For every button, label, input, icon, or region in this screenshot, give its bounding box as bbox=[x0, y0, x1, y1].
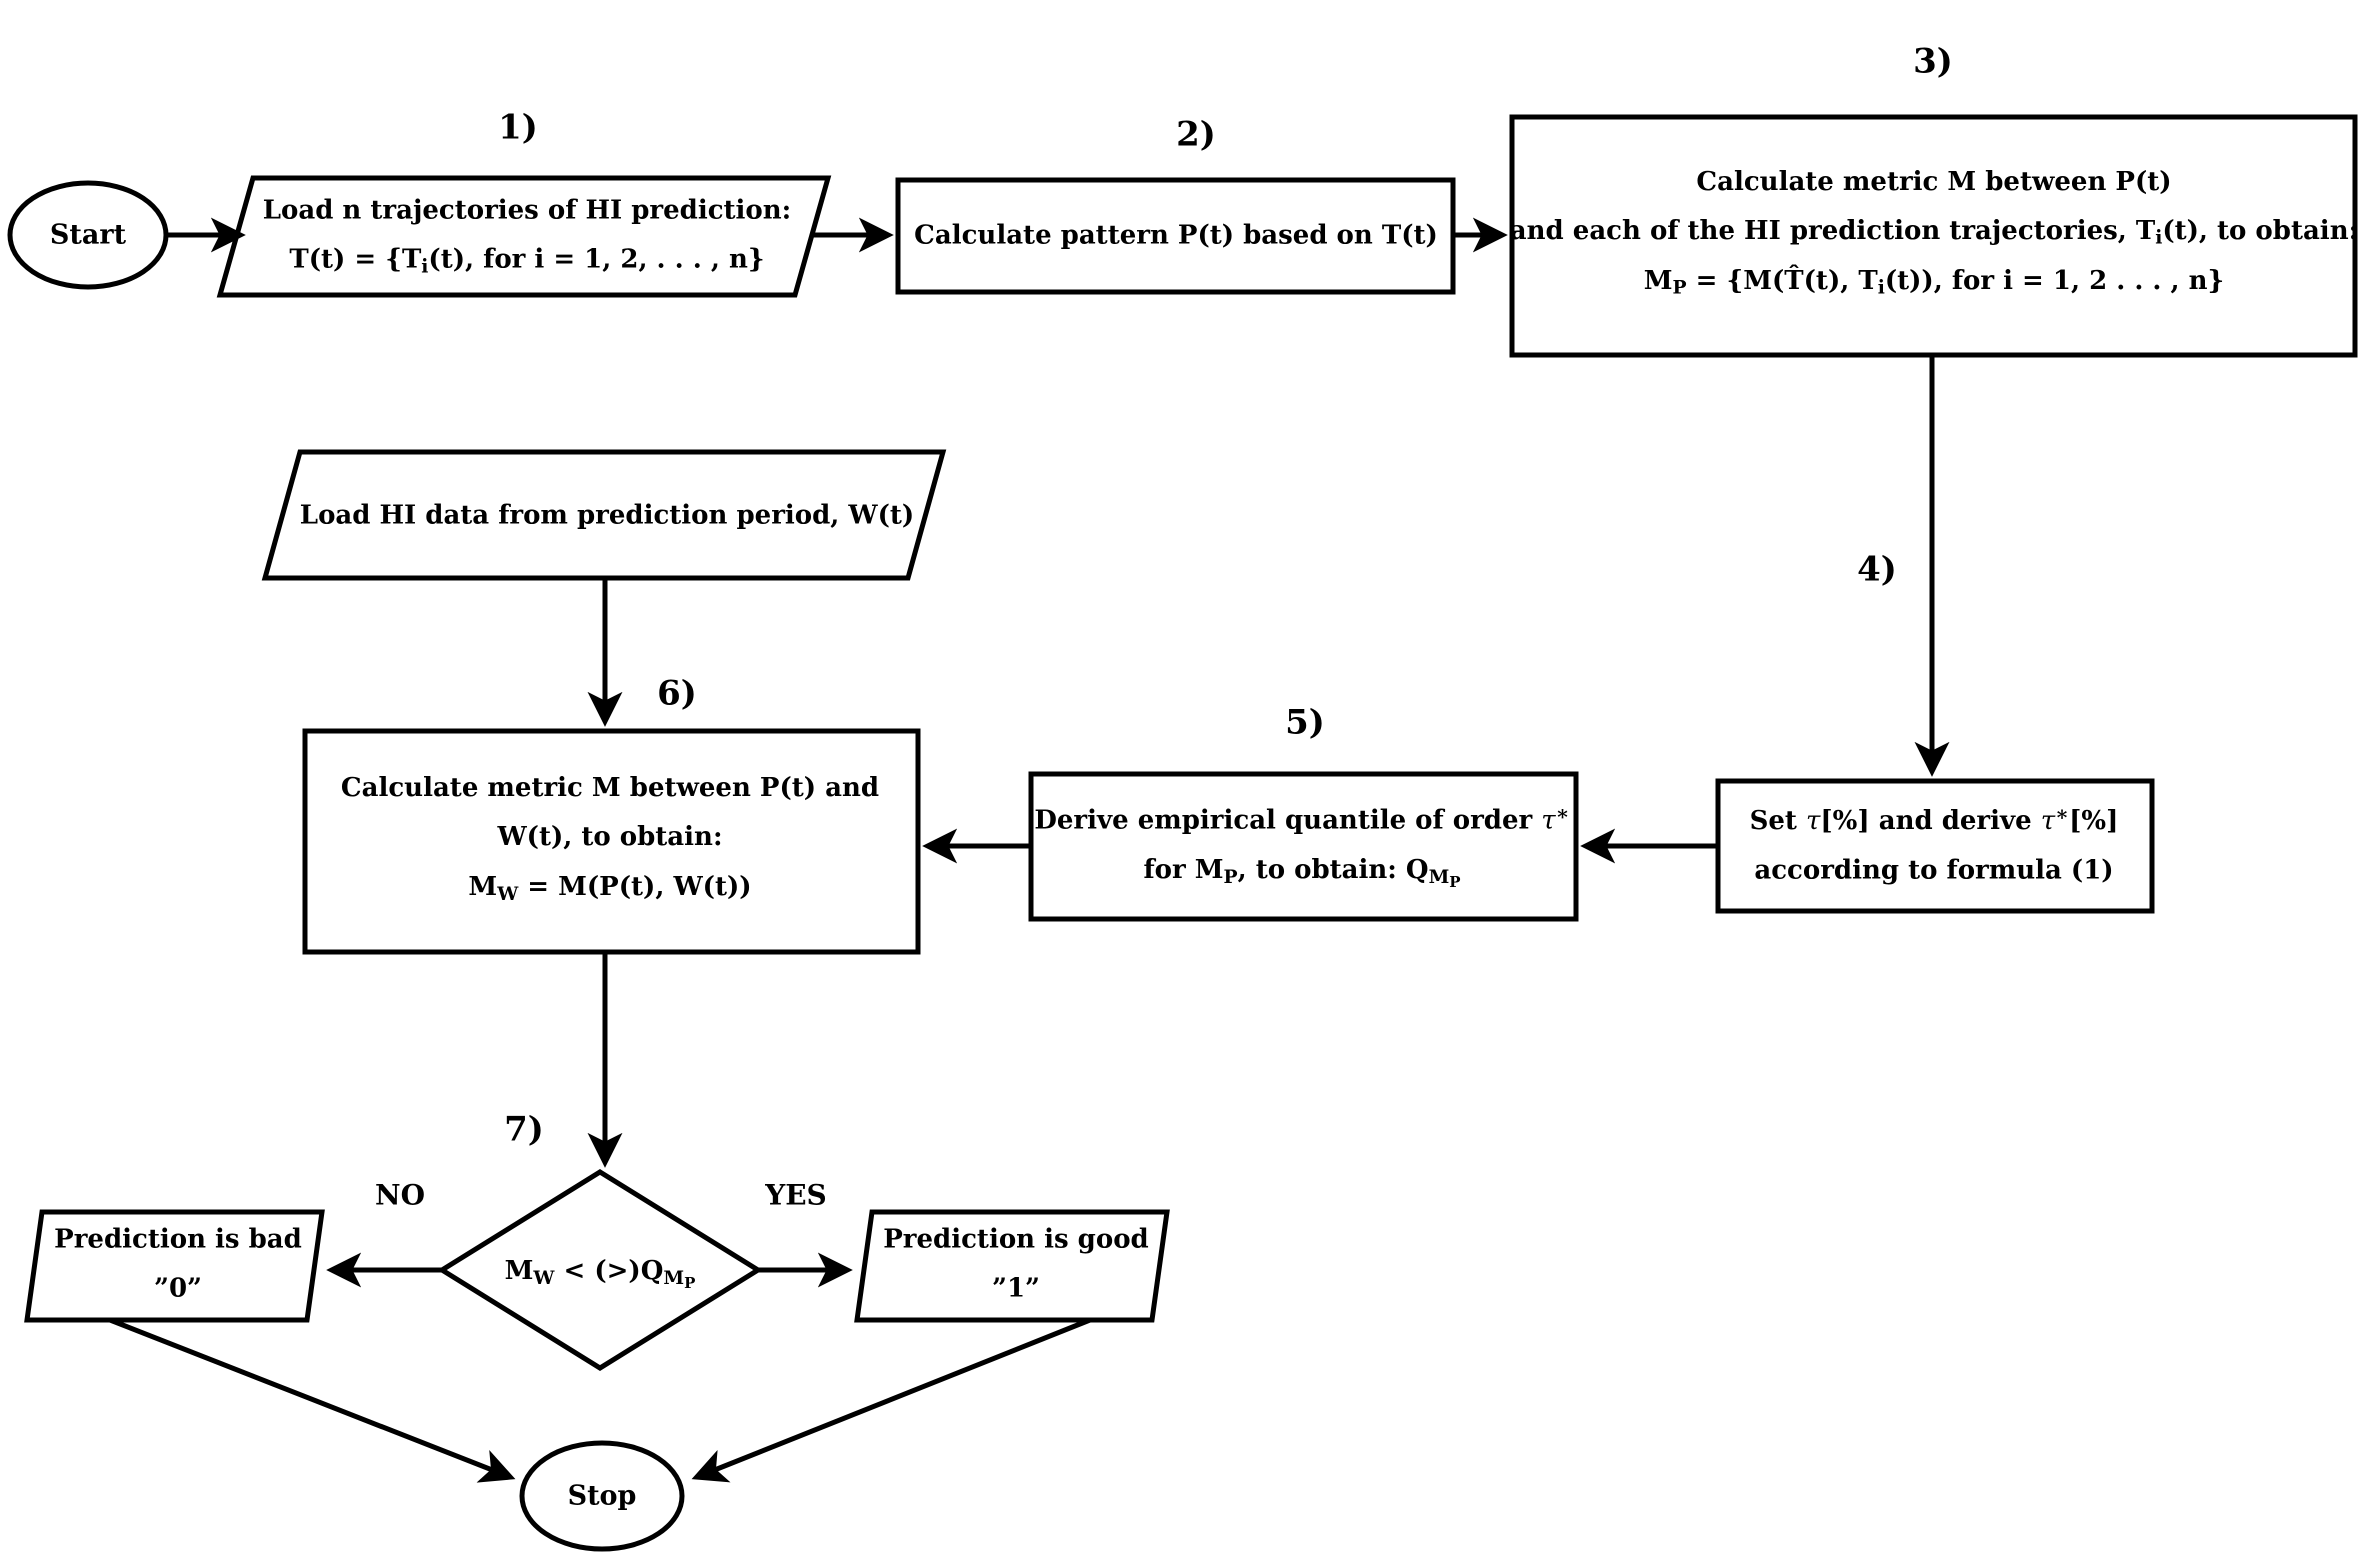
step5-line-2: for MP, to obtain: QMP bbox=[1143, 854, 1461, 891]
step1-label: Load n trajectories of HI prediction: T(… bbox=[263, 187, 792, 286]
start-node-label: Start bbox=[49, 219, 127, 251]
prediction-bad-node bbox=[24, 1209, 325, 1323]
step4-label: Set τ[%] and derive τ∗[%] according to f… bbox=[1750, 794, 2119, 895]
stop-node bbox=[519, 1440, 685, 1552]
step3-line-2: and each of the HI prediction trajectori… bbox=[1509, 216, 2359, 250]
prediction-good-line-1: Prediction is good bbox=[883, 1224, 1149, 1255]
step-number-6: 6) bbox=[657, 673, 697, 714]
step-number-5: 5) bbox=[1285, 702, 1325, 743]
load-hi-data-line-1: Load HI data from prediction period, W(t… bbox=[299, 500, 915, 531]
step2-label: Calculate pattern P(t) based on T(t) bbox=[914, 211, 1438, 260]
load-hi-data-label: Load HI data from prediction period, W(t… bbox=[300, 491, 914, 540]
step1-line-2: T(t) = {Ti(t), for i = 1, 2, . . . , n} bbox=[289, 244, 765, 278]
stop-node-label: Stop bbox=[567, 1480, 637, 1512]
step4-line-2: according to formula (1) bbox=[1754, 855, 2114, 886]
prediction-good-label: Prediction is good ”1” bbox=[883, 1216, 1148, 1315]
step1-line-1: Load n trajectories of HI prediction: bbox=[262, 195, 792, 226]
edge-good-to-stop bbox=[691, 1317, 1091, 1483]
prediction-good-node bbox=[854, 1209, 1170, 1323]
load-hi-data-node bbox=[261, 449, 947, 581]
step6-line-3: MW = M(P(t), W(t)) bbox=[468, 871, 752, 905]
prediction-bad-line-1: Prediction is bad bbox=[54, 1224, 302, 1255]
step5-line-1: Derive empirical quantile of order τ∗ bbox=[1034, 800, 1570, 836]
step7-label: MW < (>)QMP bbox=[505, 1247, 696, 1297]
prediction-good-line-2: ”1” bbox=[991, 1274, 1041, 1304]
step1-node bbox=[216, 175, 832, 298]
prediction-bad-line-2: ”0” bbox=[153, 1274, 203, 1304]
step6-line-2: W(t), to obtain: bbox=[497, 822, 723, 853]
step2-line-1: Calculate pattern P(t) based on T(t) bbox=[914, 220, 1438, 251]
step4-line-1: Set τ[%] and derive τ∗[%] bbox=[1749, 801, 2119, 836]
step3-label: Calculate metric M between P(t) and each… bbox=[1510, 158, 2358, 306]
step6-line-1: Calculate metric M between P(t) and bbox=[340, 772, 880, 803]
step-number-2: 2) bbox=[1176, 114, 1216, 155]
branch-label-no: NO bbox=[375, 1178, 425, 1212]
step3-line-3: MP = {M(T̂(t), Ti(t)), for i = 1, 2 . . … bbox=[1643, 265, 2225, 299]
step2-node bbox=[895, 177, 1456, 295]
step7-condition: MW < (>)QMP bbox=[504, 1255, 696, 1292]
edge-bad-to-stop bbox=[109, 1317, 516, 1483]
step5-label: Derive empirical quantile of order τ∗ fo… bbox=[1034, 794, 1569, 896]
step7-decision-node bbox=[437, 1169, 763, 1371]
branch-label-yes: YES bbox=[765, 1178, 827, 1212]
prediction-bad-label: Prediction is bad ”0” bbox=[54, 1216, 302, 1315]
step-number-7: 7) bbox=[504, 1109, 544, 1150]
step3-line-1: Calculate metric M between P(t) bbox=[1696, 166, 2172, 197]
step-number-3: 3) bbox=[1913, 41, 1953, 82]
step-number-4: 4) bbox=[1857, 549, 1897, 590]
step6-node bbox=[302, 728, 921, 955]
step3-node bbox=[1509, 114, 2358, 358]
step-number-1: 1) bbox=[498, 107, 538, 148]
start-node bbox=[7, 180, 169, 290]
step6-label: Calculate metric M between P(t) and W(t)… bbox=[341, 764, 879, 912]
